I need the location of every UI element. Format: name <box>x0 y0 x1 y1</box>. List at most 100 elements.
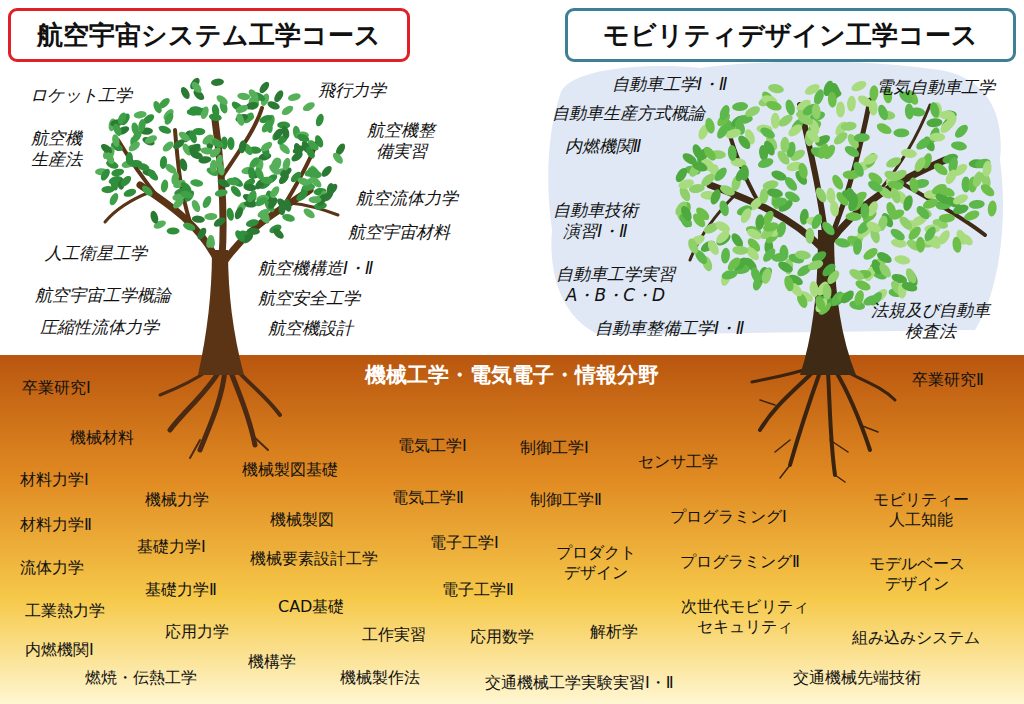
course-name: 機械製図基礎 <box>242 460 338 480</box>
leaf <box>916 236 926 252</box>
leaf <box>839 288 857 306</box>
course-name: 組み込みシステム <box>852 628 980 648</box>
course-name: プログラミングⅡ <box>680 552 800 572</box>
leaf <box>309 196 322 203</box>
leaf <box>875 121 893 136</box>
leaf <box>215 93 230 107</box>
leaf <box>889 187 903 205</box>
leaf <box>281 157 292 171</box>
leaf <box>848 267 866 282</box>
course-name: 卒業研究Ⅱ <box>912 370 984 390</box>
course-name: 制御工学Ⅱ <box>530 490 602 510</box>
course-name: 航空宇宙工学概論 <box>35 285 171 306</box>
leaf <box>287 92 301 102</box>
leaf <box>237 92 251 101</box>
course-name: 内燃機関Ⅱ <box>565 136 641 157</box>
leaf <box>760 267 772 285</box>
leaf <box>820 220 837 238</box>
leaf <box>152 100 164 115</box>
leaf <box>766 187 783 198</box>
leaf <box>133 110 147 119</box>
leaf <box>159 156 168 170</box>
leaf <box>765 99 783 112</box>
course-name: 圧縮性流体力学 <box>40 317 159 338</box>
leaf <box>208 113 222 122</box>
leaf <box>247 88 261 103</box>
right-leaves <box>673 79 997 317</box>
leaf <box>797 162 809 180</box>
leaf <box>227 137 234 150</box>
course-name: 解析学 <box>590 622 638 642</box>
leaf <box>890 167 908 183</box>
course-name: 電子工学Ⅱ <box>442 580 514 600</box>
leaf <box>771 196 788 208</box>
leaf <box>900 148 917 159</box>
leaf <box>295 189 310 203</box>
leaf <box>852 238 863 255</box>
course-name: 流体力学 <box>20 558 84 578</box>
course-name: 人工衛星工学 <box>45 243 147 264</box>
course-name: 工作実習 <box>362 625 426 645</box>
leaf <box>245 189 258 204</box>
course-title: モビリティデザイン工学コース <box>603 18 978 53</box>
leaf <box>309 175 323 189</box>
leaf <box>301 101 316 113</box>
leaf <box>196 226 209 241</box>
left-leaves <box>95 76 347 249</box>
leaf <box>987 200 997 217</box>
leaf <box>281 213 295 223</box>
leaf <box>271 127 284 142</box>
course-name: 応用数学 <box>470 627 534 647</box>
course-name: 応用力学 <box>165 622 229 642</box>
leaf <box>708 188 722 206</box>
leaf <box>780 137 789 153</box>
leaf <box>929 101 941 119</box>
leaf <box>876 103 890 121</box>
leaf <box>783 275 795 293</box>
course-name: 機械製図 <box>270 510 334 530</box>
leaf <box>259 140 274 154</box>
leaf <box>190 178 204 187</box>
leaf <box>201 195 213 210</box>
course-name: 機構学 <box>248 652 296 672</box>
leaf <box>204 213 217 221</box>
course-name: 次世代モビリティ セキュリティ <box>680 597 810 637</box>
leaf <box>140 184 154 198</box>
leaf <box>320 164 334 178</box>
leaf <box>740 165 749 181</box>
leaf <box>813 295 827 313</box>
ground-band <box>0 355 1024 704</box>
leaf <box>860 203 870 219</box>
leaf <box>161 139 175 153</box>
leaf <box>247 166 256 180</box>
leaf <box>179 189 193 199</box>
leaf <box>296 132 311 143</box>
right-trunk <box>800 230 856 375</box>
leaf <box>160 179 169 193</box>
leaf <box>225 207 235 221</box>
course-name: 材料力学Ⅰ <box>20 470 89 490</box>
leaf <box>272 89 285 104</box>
leaf <box>909 107 926 118</box>
leaf <box>796 112 814 127</box>
leaf <box>854 278 872 292</box>
course-name: 工業熱力学 <box>25 601 105 621</box>
course-name: 機械製作法 <box>340 668 420 688</box>
leaf <box>280 104 295 117</box>
course-name: 内燃機関Ⅰ <box>25 640 94 660</box>
right-branches <box>690 100 985 260</box>
leaf <box>902 194 915 212</box>
course-name: 電気工学Ⅰ <box>398 436 467 456</box>
leaf <box>259 209 272 224</box>
leaf <box>108 192 120 207</box>
leaf <box>243 183 257 191</box>
leaf <box>816 142 830 160</box>
leaf <box>784 99 797 117</box>
leaf <box>926 117 943 127</box>
leaf <box>757 156 775 170</box>
leaf <box>982 160 993 177</box>
field-heading: 機械工学・電気電子・情報分野 <box>0 355 1024 389</box>
leaf <box>739 207 754 225</box>
leaf <box>210 160 218 173</box>
leaf <box>968 199 985 209</box>
